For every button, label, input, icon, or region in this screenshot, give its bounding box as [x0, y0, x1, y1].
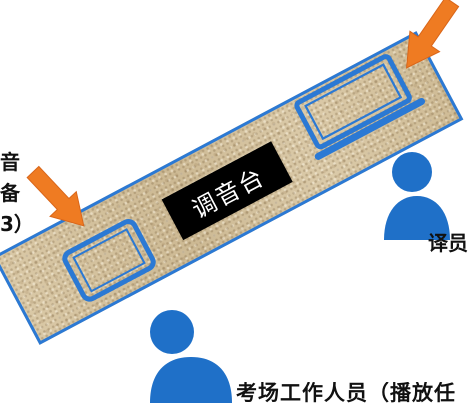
orange-arrow-icon	[405, 0, 460, 69]
laptop-screen	[304, 63, 403, 141]
staff-person-icon	[150, 310, 232, 403]
recording-device-label-line: 备	[0, 181, 20, 205]
tablet-icon	[62, 219, 156, 302]
console-table: 调音台	[0, 31, 464, 345]
interpreter-person-icon	[384, 152, 450, 240]
laptop-icon	[294, 54, 426, 160]
tablet-screen	[72, 228, 146, 293]
staff-label: 考场工作人员（播放任	[236, 382, 456, 405]
interpreter-body	[384, 196, 450, 240]
staff-body	[150, 357, 232, 403]
laptop-screen-frame	[294, 54, 412, 150]
recording-device-label-line: 3）	[0, 212, 34, 236]
laptop-base	[314, 98, 426, 160]
orange-arrow-icon	[26, 165, 85, 227]
interpreter-head	[392, 152, 432, 192]
interpreter-label: 译员	[428, 231, 468, 255]
staff-head	[150, 310, 194, 354]
tablet-frame	[62, 219, 156, 302]
recording-device-label-line: 音	[0, 150, 20, 174]
